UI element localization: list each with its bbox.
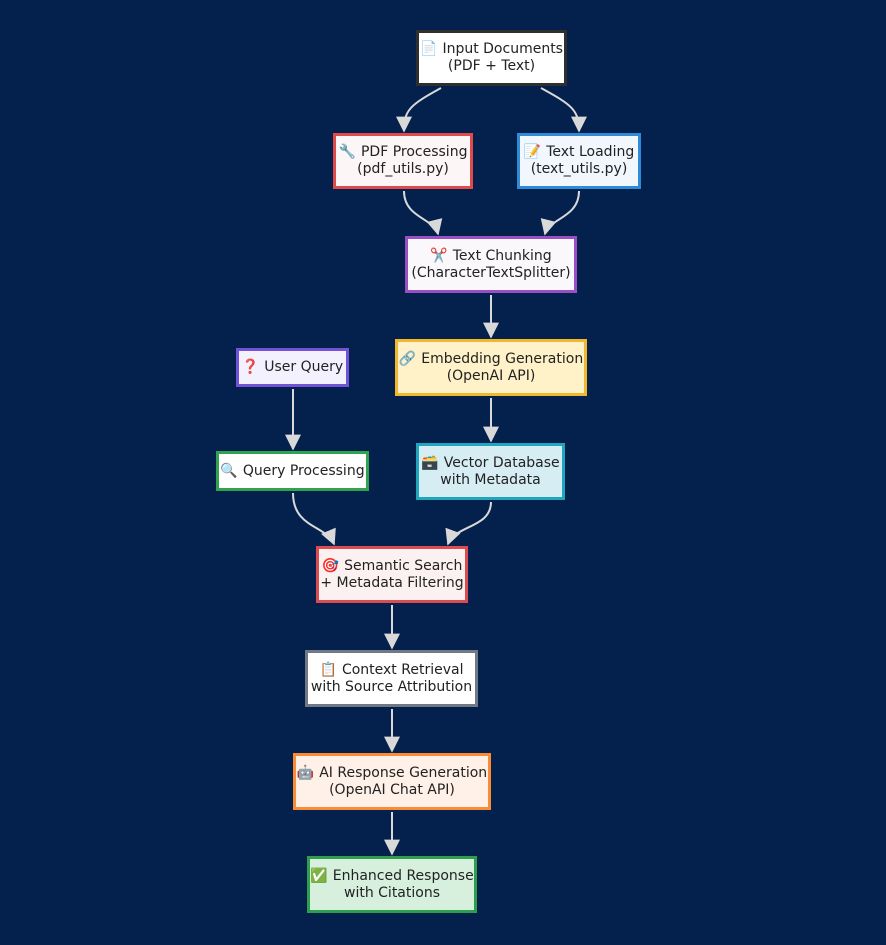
node-label: Embedding Generation	[421, 350, 584, 367]
node-sublabel: with Metadata	[440, 471, 541, 488]
target-icon: 🎯	[321, 557, 340, 574]
node-ai-response-generation[interactable]: 🤖AI Response Generation (OpenAI Chat API…	[293, 753, 491, 810]
magnifier-icon: 🔍	[220, 462, 238, 479]
check-mark-icon: ✅	[310, 867, 328, 884]
node-label: Semantic Search	[344, 557, 463, 574]
edge-input-to-text	[540, 87, 587, 133]
node-sublabel: + Metadata Filtering	[320, 574, 464, 591]
node-embedding-generation[interactable]: 🔗Embedding Generation (OpenAI API)	[395, 339, 587, 396]
node-line-1: ✂️Text Chunking	[430, 248, 551, 265]
node-sublabel: (OpenAI Chat API)	[329, 781, 455, 798]
edge-qproc-to-search	[292, 492, 336, 546]
node-input-documents[interactable]: 📄Input Documents (PDF + Text)	[416, 30, 567, 86]
node-sublabel: (CharacterTextSplitter)	[411, 264, 571, 281]
node-enhanced-response[interactable]: ✅Enhanced Response with Citations	[307, 856, 477, 913]
document-icon: 📄	[420, 41, 438, 57]
question-mark-icon: ❓	[241, 359, 260, 375]
edge-vector-to-search	[445, 501, 492, 546]
node-text-loading[interactable]: 📝Text Loading (text_utils.py)	[517, 133, 641, 189]
node-label: User Query	[264, 359, 344, 375]
node-line-1: 🎯Semantic Search	[322, 558, 463, 575]
node-pdf-processing[interactable]: 🔧PDF Processing (pdf_utils.py)	[333, 133, 473, 189]
node-label: Vector Database	[443, 454, 560, 471]
node-label: Context Retrieval	[341, 661, 464, 678]
memo-icon: 📝	[523, 144, 542, 160]
node-sublabel: (pdf_utils.py)	[357, 161, 449, 177]
node-label: Text Chunking	[452, 247, 552, 264]
edge-pdf-to-chunk	[403, 190, 443, 236]
node-sublabel: (text_utils.py)	[530, 161, 628, 177]
node-line-1: ❓User Query	[242, 359, 343, 376]
node-line-1: 🔍Query Processing	[220, 463, 364, 480]
node-sublabel: with Citations	[344, 884, 440, 901]
scissors-icon: ✂️	[430, 247, 448, 264]
node-line-1: 🔧PDF Processing	[339, 144, 468, 161]
link-icon: 🔗	[398, 350, 417, 367]
node-line-1: 📄Input Documents	[420, 41, 563, 58]
robot-icon: 🤖	[296, 764, 315, 781]
node-line-1: 📋Context Retrieval	[320, 662, 464, 679]
node-line-1: 🤖AI Response Generation	[297, 765, 487, 782]
node-line-1: 📝Text Loading	[524, 144, 634, 161]
node-sublabel: (PDF + Text)	[447, 58, 536, 74]
node-vector-database[interactable]: 🗃️Vector Database with Metadata	[416, 443, 565, 500]
card-file-box-icon: 🗃️	[421, 454, 439, 471]
node-line-1: 🗃️Vector Database	[421, 455, 559, 472]
node-sublabel: (OpenAI API)	[446, 367, 536, 384]
node-label: Text Loading	[546, 144, 635, 160]
node-label: Query Processing	[242, 462, 365, 479]
edge-input-to-pdf	[396, 87, 442, 133]
node-label: Enhanced Response	[332, 867, 474, 884]
node-semantic-search[interactable]: 🎯Semantic Search + Metadata Filtering	[316, 546, 468, 603]
clipboard-icon: 📋	[319, 661, 337, 678]
node-sublabel: with Source Attribution	[310, 678, 473, 695]
node-label: Input Documents	[442, 41, 563, 57]
wrench-icon: 🔧	[338, 144, 356, 160]
node-query-processing[interactable]: 🔍Query Processing	[216, 451, 369, 491]
node-label: PDF Processing	[360, 144, 468, 160]
node-line-1: ✅Enhanced Response	[310, 868, 473, 885]
edge-text-to-chunk	[540, 190, 580, 236]
node-user-query[interactable]: ❓User Query	[236, 348, 349, 387]
node-line-1: 🔗Embedding Generation	[399, 351, 583, 368]
node-label: AI Response Generation	[319, 764, 488, 781]
node-context-retrieval[interactable]: 📋Context Retrieval with Source Attributi…	[305, 650, 478, 707]
node-text-chunking[interactable]: ✂️Text Chunking (CharacterTextSplitter)	[405, 236, 577, 293]
